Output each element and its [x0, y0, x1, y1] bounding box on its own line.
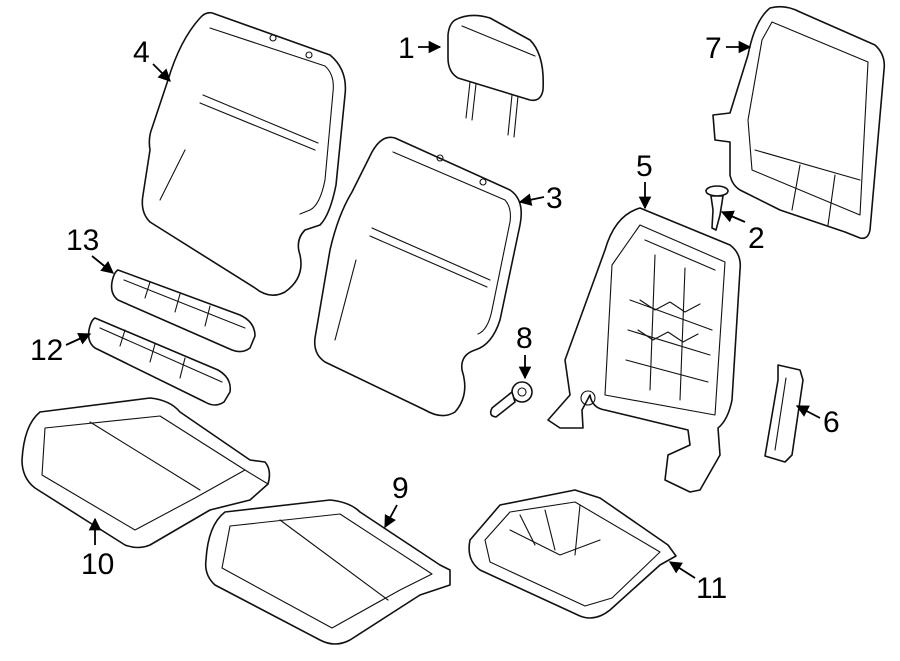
callout-7[interactable]: 7 [705, 32, 752, 65]
callout-label-9: 9 [392, 472, 409, 505]
part-9-cushion-cover[interactable] [204, 499, 451, 645]
callout-leader-4 [152, 63, 171, 82]
callout-leader-12 [65, 332, 92, 346]
callout-label-8: 8 [516, 322, 533, 355]
part-7-back-panel[interactable] [712, 5, 886, 240]
callout-leader-6 [795, 405, 821, 419]
part-1-headrest[interactable] [447, 14, 545, 138]
callout-4[interactable]: 4 [133, 36, 171, 82]
callout-3[interactable]: 3 [518, 182, 563, 215]
part-13-bolster-pad[interactable] [110, 269, 256, 353]
callout-5[interactable]: 5 [636, 150, 653, 210]
callout-label-6: 6 [823, 406, 840, 439]
part-2-retainer[interactable] [705, 185, 729, 231]
callout-label-12: 12 [30, 334, 63, 367]
part-12-bolster-pad[interactable] [87, 317, 232, 406]
callout-label-3: 3 [546, 182, 563, 215]
part-10-cushion-cover[interactable] [21, 397, 271, 549]
callout-label-5: 5 [636, 150, 653, 183]
callout-label-7: 7 [705, 32, 722, 65]
part-6-trim-panel[interactable] [764, 364, 804, 463]
callout-10[interactable]: 10 [81, 517, 114, 581]
callout-label-13: 13 [66, 224, 99, 257]
callout-11[interactable]: 11 [668, 561, 727, 605]
callout-leader-2 [720, 210, 746, 223]
part-4-seat-back-cover[interactable] [141, 11, 347, 296]
callout-label-2: 2 [748, 222, 765, 255]
callout-leader-9 [384, 504, 398, 529]
callout-label-1: 1 [398, 32, 415, 65]
part-5-seat-back-frame[interactable] [547, 207, 742, 493]
callout-8[interactable]: 8 [516, 322, 533, 380]
part-3-seat-back-cover[interactable] [313, 136, 523, 417]
callout-2[interactable]: 2 [720, 210, 765, 255]
part-8-recliner-handle[interactable] [489, 381, 533, 418]
part-11-cushion-frame[interactable] [468, 489, 677, 619]
callout-label-4: 4 [133, 36, 150, 69]
callout-12[interactable]: 12 [30, 332, 92, 367]
callout-leader-11 [668, 561, 696, 579]
callout-13[interactable]: 13 [66, 224, 114, 274]
callout-1[interactable]: 1 [398, 32, 442, 65]
callout-6[interactable]: 6 [795, 405, 840, 439]
callout-9[interactable]: 9 [384, 472, 409, 529]
callout-label-10: 10 [81, 548, 114, 581]
callout-leader-13 [91, 255, 114, 274]
callout-label-11: 11 [696, 572, 727, 605]
callout-leader-3 [518, 193, 545, 206]
